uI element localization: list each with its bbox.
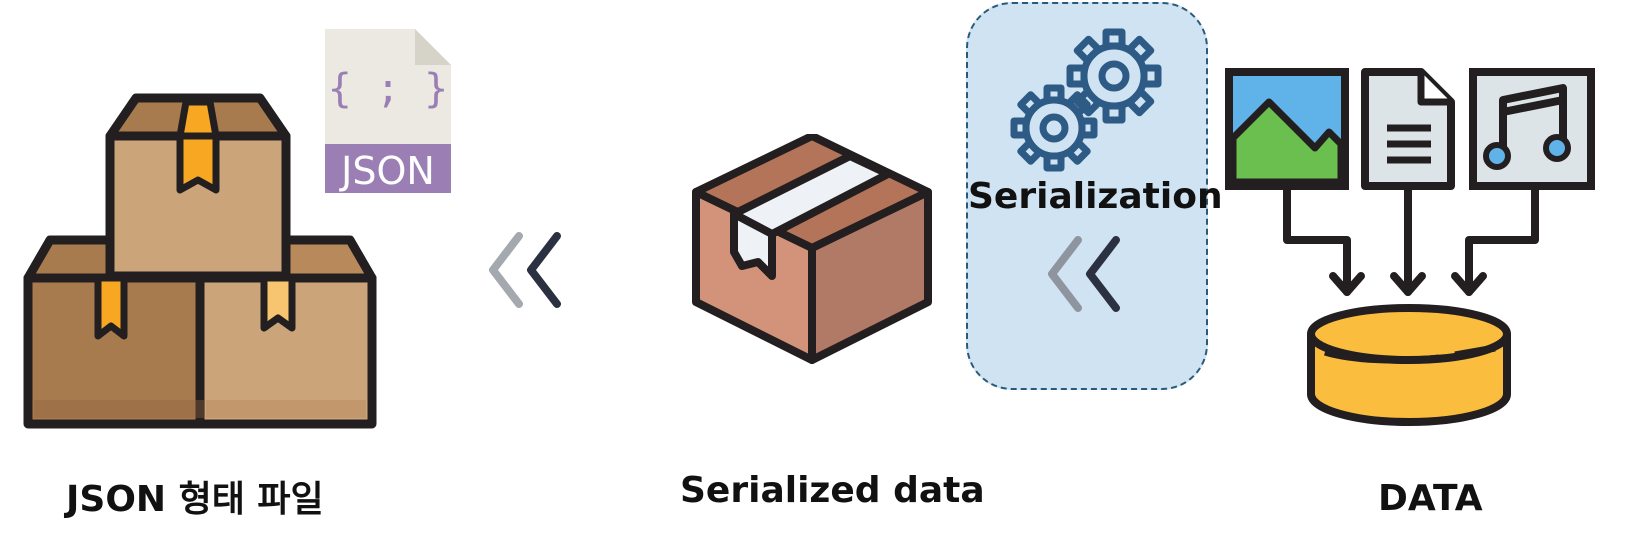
- json-badge-text: JSON: [339, 149, 435, 193]
- serialization-panel: Serialization: [966, 2, 1223, 390]
- serialized-data-label: Serialized data: [680, 470, 985, 511]
- document-icon: [1361, 68, 1455, 190]
- data-label: DATA: [1378, 478, 1483, 519]
- serialization-title: Serialization: [968, 176, 1223, 217]
- package-icon: [692, 134, 932, 366]
- gears-icon: [1010, 28, 1162, 172]
- json-file-label: JSON 형태 파일: [66, 479, 324, 520]
- chevron-left-icon: [485, 232, 567, 312]
- data-sources: [1225, 68, 1615, 448]
- image-file-icon: [1225, 68, 1349, 190]
- arrow-down-icon: [1283, 182, 1539, 296]
- database-icon: [1307, 304, 1511, 426]
- music-file-icon: [1469, 68, 1595, 190]
- json-file-icon: { ; } JSON: [323, 27, 453, 195]
- json-glyph: { ; }: [328, 66, 448, 112]
- chevron-left-icon: [1048, 236, 1120, 312]
- boxes-icon: [20, 88, 380, 434]
